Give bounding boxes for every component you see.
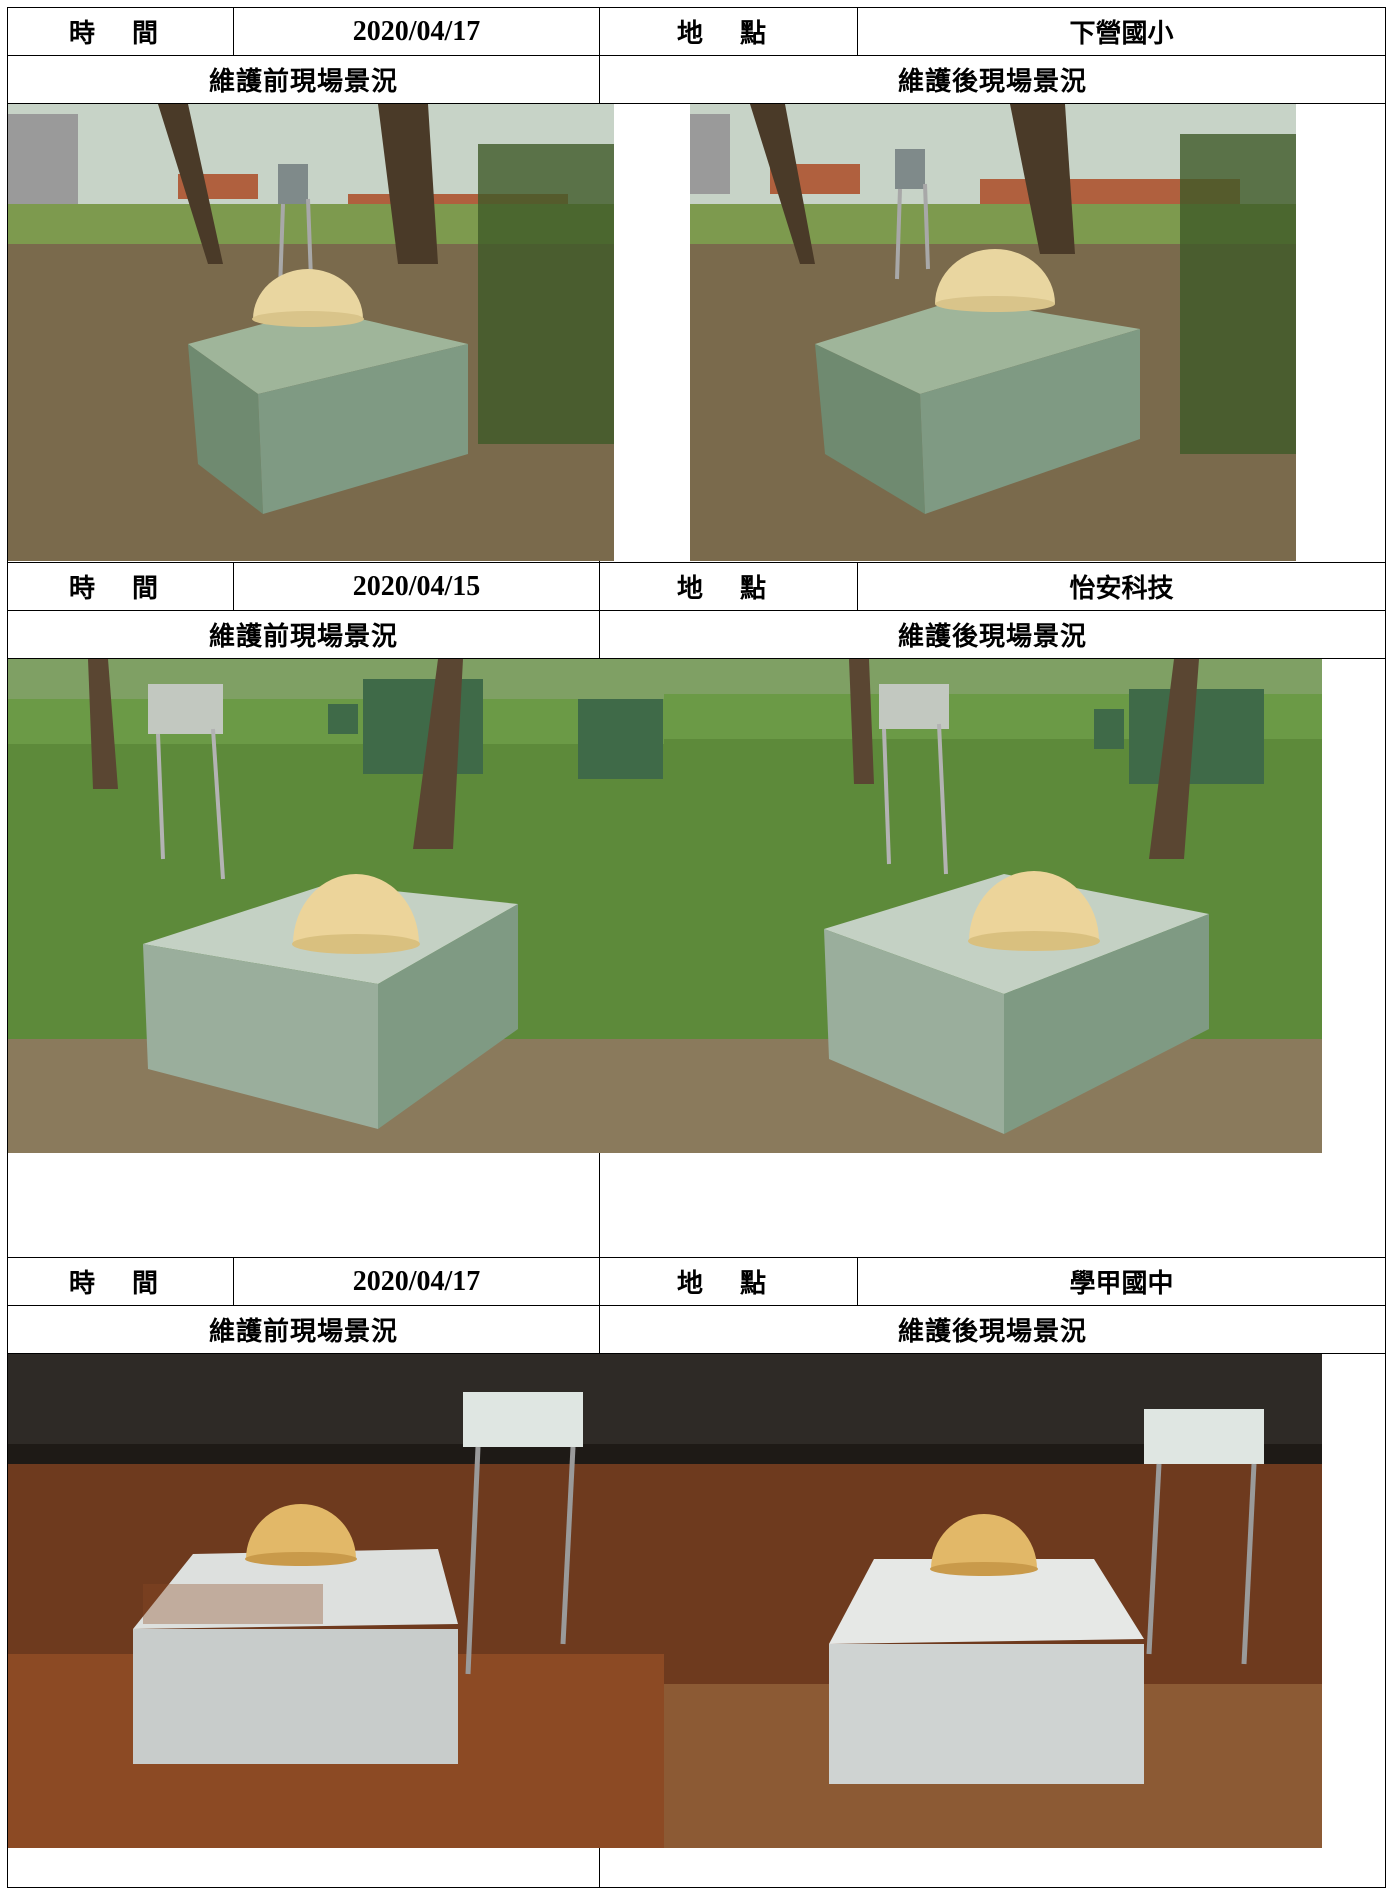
before-caption: 維護前現場景況 [7, 1305, 600, 1354]
before-photo [8, 1354, 666, 1848]
photo-row-3 [7, 1353, 1386, 1888]
after-caption: 維護後現場景況 [599, 610, 1386, 659]
record-header-row-1: 時 間 2020/04/17 地 點 下營國小 [7, 7, 1386, 56]
caption-row-1: 維護前現場景況 維護後現場景況 [7, 55, 1386, 104]
after-photo [663, 659, 1322, 1153]
place-value: 下營國小 [857, 7, 1386, 56]
before-caption: 維護前現場景況 [7, 610, 600, 659]
place-label: 地 點 [599, 7, 858, 56]
after-photo-cell [599, 103, 1386, 563]
before-photo [8, 659, 666, 1153]
time-label: 時 間 [7, 7, 234, 56]
before-photo-cell [7, 1353, 666, 1888]
photo-row-1 [7, 103, 1386, 563]
place-label: 地 點 [599, 562, 858, 611]
place-label: 地 點 [599, 1257, 858, 1306]
after-caption: 維護後現場景況 [599, 55, 1386, 104]
place-value: 學甲國中 [857, 1257, 1386, 1306]
after-photo [689, 104, 1296, 561]
record-header-row-2: 時 間 2020/04/15 地 點 怡安科技 [7, 562, 1386, 611]
place-value: 怡安科技 [857, 562, 1386, 611]
time-label: 時 間 [7, 1257, 234, 1306]
caption-row-2: 維護前現場景況 維護後現場景況 [7, 610, 1386, 659]
date-value: 2020/04/17 [233, 7, 600, 56]
before-photo-cell [7, 103, 614, 563]
record-header-row-3: 時 間 2020/04/17 地 點 學甲國中 [7, 1257, 1386, 1306]
caption-row-3: 維護前現場景況 維護後現場景況 [7, 1305, 1386, 1354]
before-photo-cell [7, 658, 666, 1258]
after-photo-cell [599, 1353, 1386, 1888]
date-value: 2020/04/17 [233, 1257, 600, 1306]
maintenance-record-table: 時 間 2020/04/17 地 點 下營國小 維護前現場景況 維護後現場景況 [7, 7, 1386, 1888]
before-caption: 維護前現場景況 [7, 55, 600, 104]
after-photo [663, 1354, 1322, 1848]
after-photo-cell [599, 658, 1386, 1258]
date-value: 2020/04/15 [233, 562, 600, 611]
after-caption: 維護後現場景況 [599, 1305, 1386, 1354]
time-label: 時 間 [7, 562, 234, 611]
before-photo [8, 104, 614, 561]
photo-row-2 [7, 658, 1386, 1258]
